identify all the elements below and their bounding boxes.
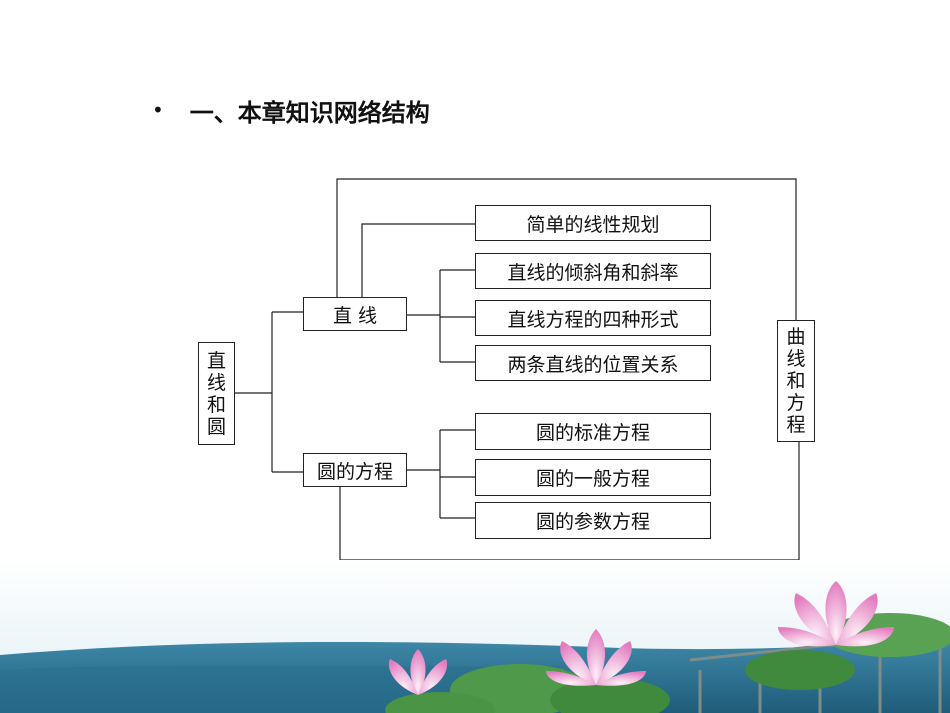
branch-line-node: 直 线 xyxy=(303,297,407,331)
circle-item-node: 圆的一般方程 xyxy=(475,459,711,496)
right-char: 曲 xyxy=(786,326,806,348)
slide-heading: • 一、本章知识网络结构 xyxy=(152,90,430,130)
lotus-pond-scenery xyxy=(0,560,950,713)
right-node: 曲 线 和 方 程 xyxy=(777,320,815,442)
root-char: 和 xyxy=(206,393,226,416)
branch-circle-node: 圆的方程 xyxy=(303,453,407,487)
root-char: 圆 xyxy=(206,415,226,438)
line-top-node: 简单的线性规划 xyxy=(475,205,711,241)
line-item-node: 直线方程的四种形式 xyxy=(475,300,711,336)
heading-text: 一、本章知识网络结构 xyxy=(189,98,430,127)
bullet: • xyxy=(152,98,164,122)
root-char: 直 xyxy=(206,349,226,372)
line-item-node: 直线的倾斜角和斜率 xyxy=(475,253,711,289)
circle-item-node: 圆的参数方程 xyxy=(475,502,711,539)
line-item-node: 两条直线的位置关系 xyxy=(475,345,711,381)
right-char: 和 xyxy=(786,370,806,392)
right-char: 程 xyxy=(786,414,806,436)
right-char: 方 xyxy=(786,392,806,414)
root-char: 线 xyxy=(206,371,226,394)
circle-item-node: 圆的标准方程 xyxy=(475,413,711,450)
right-char: 线 xyxy=(786,348,806,370)
root-node: 直 线 和 圆 xyxy=(198,342,235,445)
